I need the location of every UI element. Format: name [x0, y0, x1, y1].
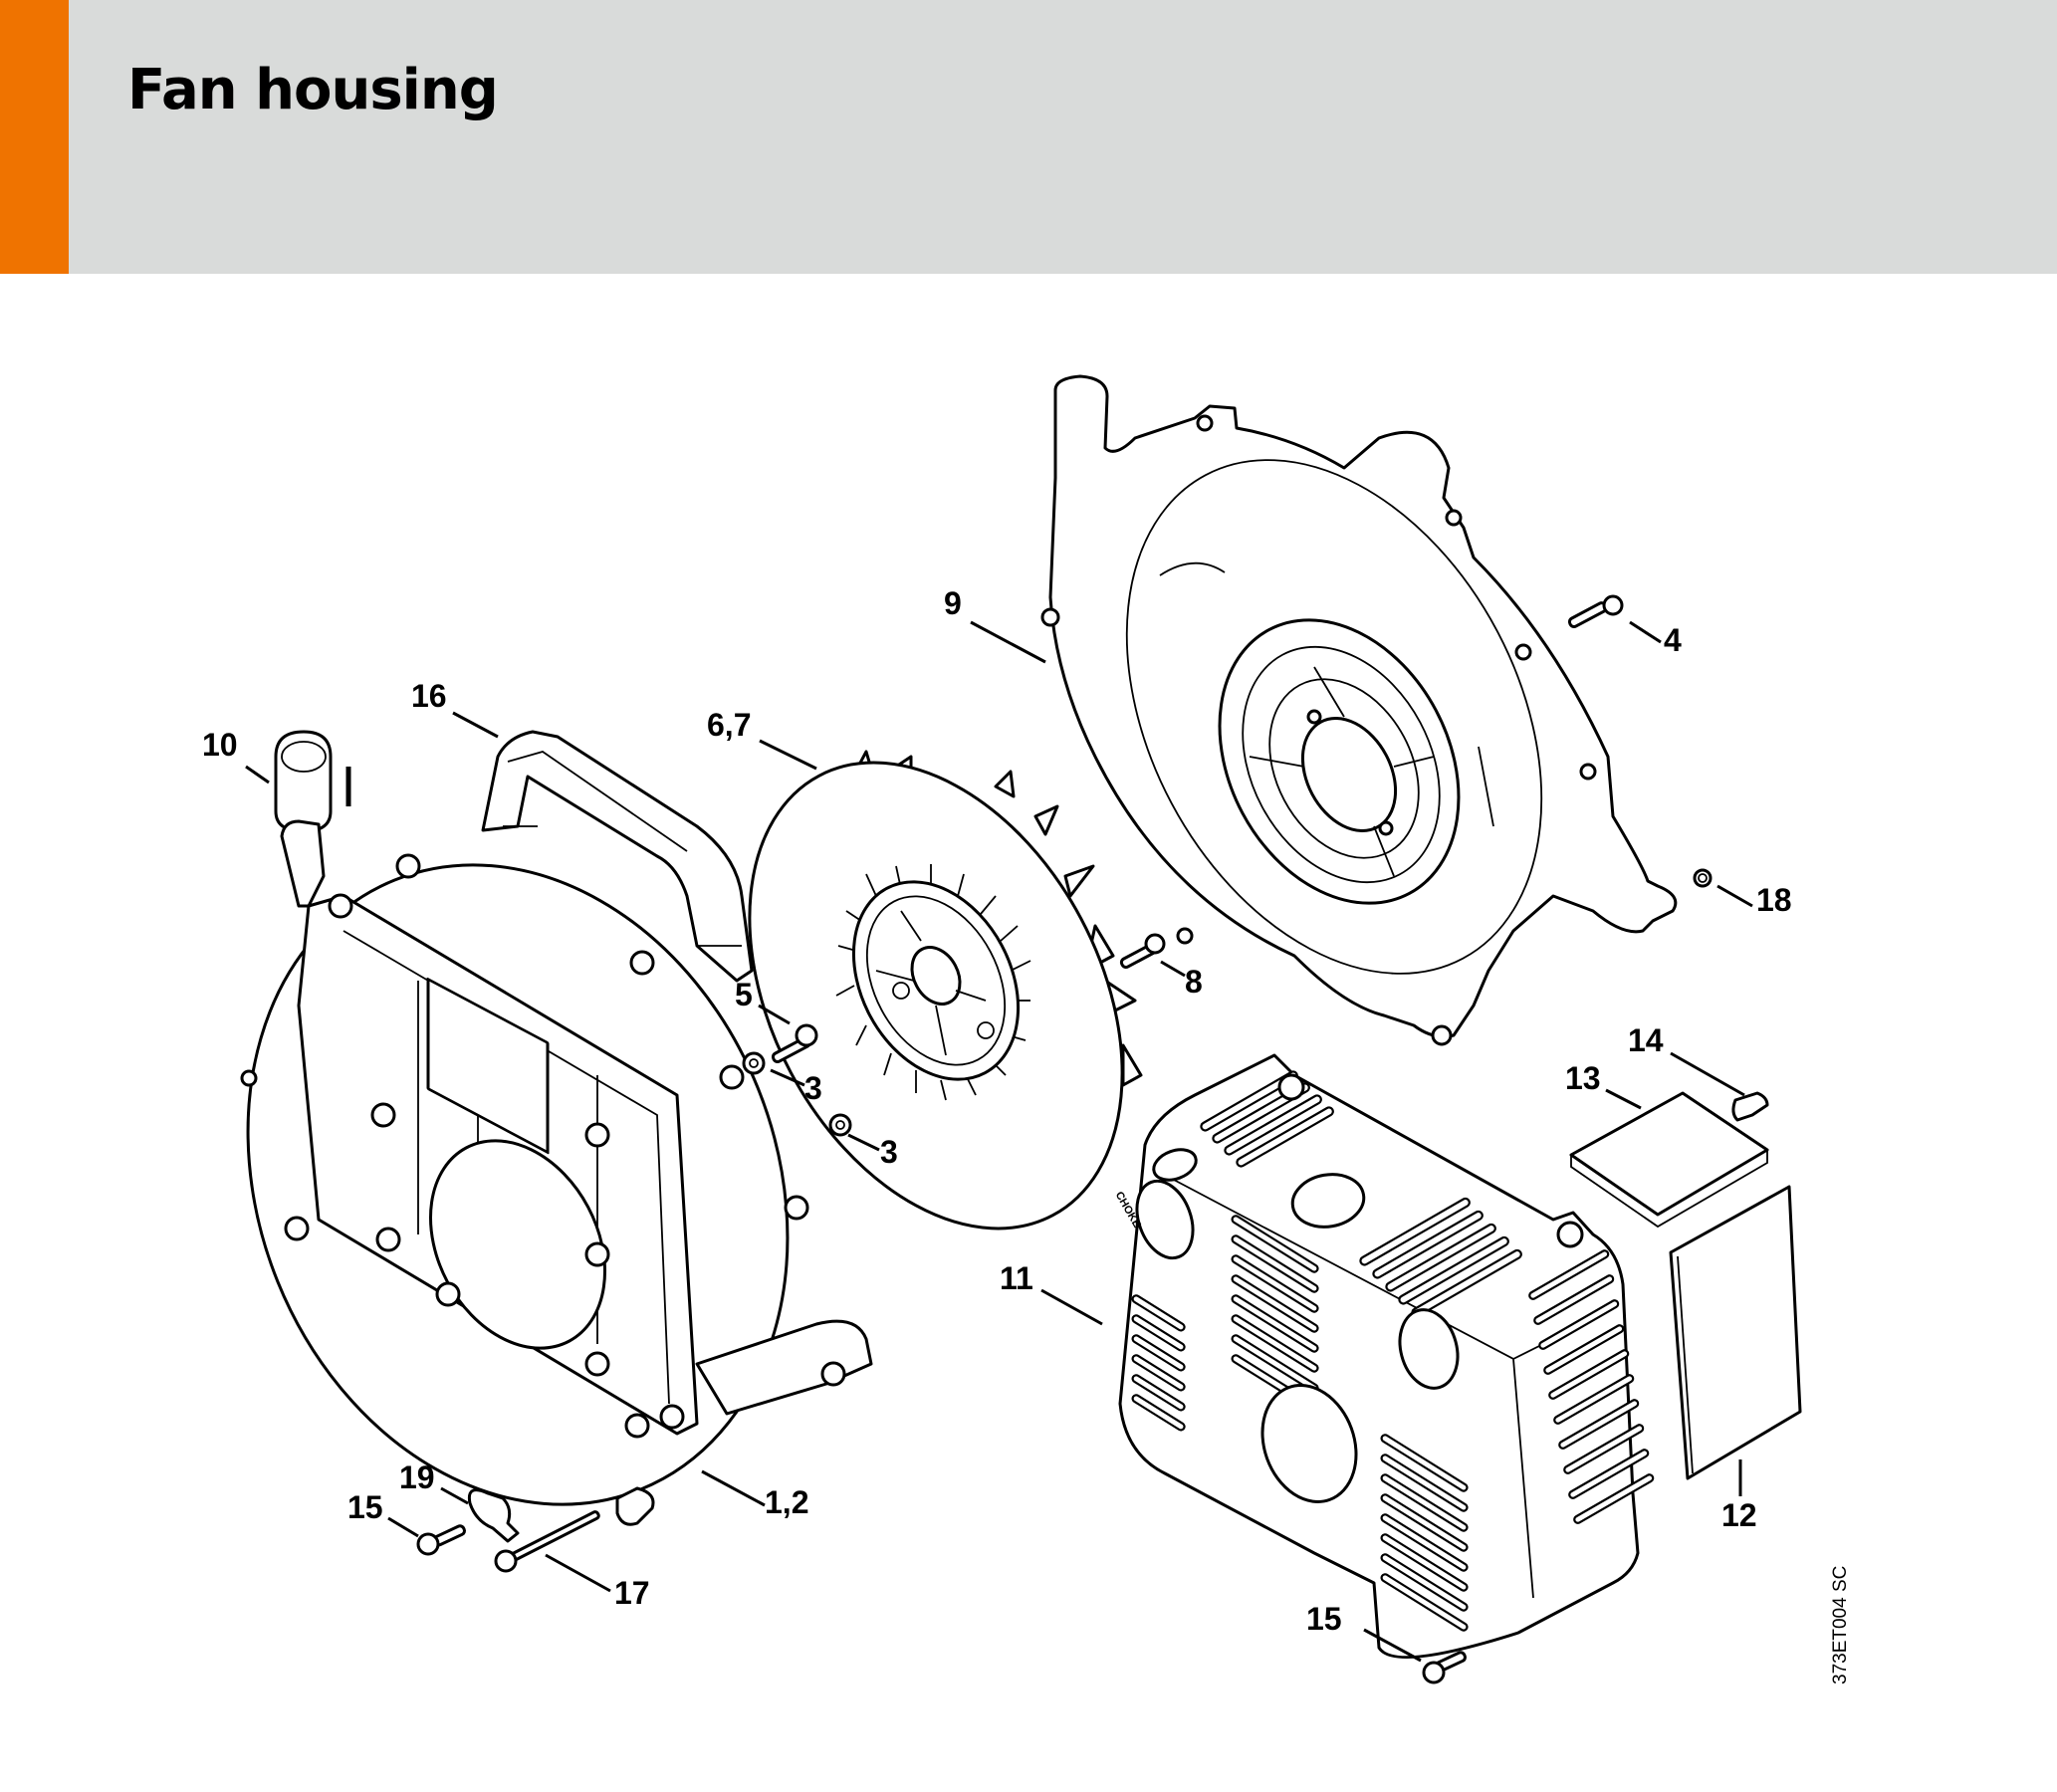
leader-11: [1040, 1288, 1103, 1326]
parts-illustration: [154, 374, 1802, 1684]
part-sleeve-3[interactable]: [742, 1051, 766, 1075]
callout-11[interactable]: 11: [1000, 1260, 1033, 1296]
callout-1-2[interactable]: 1,2: [765, 1484, 809, 1520]
leader-10: [245, 765, 270, 784]
leader-5: [758, 1004, 791, 1025]
drawing-reference-code: 373ET004 SC: [1830, 1565, 1851, 1684]
part-screw-15-right[interactable]: [1422, 1651, 1467, 1684]
part-screw-4[interactable]: [1567, 594, 1624, 629]
leader-4: [1629, 620, 1662, 644]
leader-18: [1716, 884, 1753, 908]
callout-18[interactable]: 18: [1756, 882, 1792, 918]
part-shroud[interactable]: [1118, 1053, 1655, 1660]
part-nut-18[interactable]: [1693, 868, 1713, 888]
callout-3-sleeve[interactable]: 3: [804, 1070, 822, 1106]
part-screw-5[interactable]: [771, 1023, 818, 1064]
part-cap[interactable]: [274, 730, 351, 833]
callout-8[interactable]: 8: [1185, 964, 1203, 1000]
part-screw-17[interactable]: [494, 1510, 600, 1573]
callout-15-right[interactable]: 15: [1306, 1601, 1342, 1637]
part-pad-side[interactable]: [1669, 1185, 1802, 1480]
callout-6-7[interactable]: 6,7: [707, 707, 752, 743]
callout-9[interactable]: 9: [944, 585, 962, 621]
part-screw-8[interactable]: [1119, 933, 1166, 970]
callout-19[interactable]: 19: [399, 1459, 435, 1495]
callout-13[interactable]: 13: [1565, 1060, 1601, 1096]
page-title: Fan housing: [127, 58, 499, 122]
part-nut-3[interactable]: [828, 1113, 852, 1137]
leader-16: [452, 711, 499, 739]
leader-8: [1160, 960, 1186, 978]
callout-12[interactable]: 12: [1721, 1497, 1757, 1533]
leader-15b: [1363, 1628, 1422, 1663]
leader-17: [545, 1553, 611, 1593]
accent-bar: [0, 0, 69, 274]
callout-3-nut[interactable]: 3: [880, 1134, 898, 1170]
part-clip[interactable]: [1731, 1091, 1769, 1122]
part-clamp-19[interactable]: [467, 1488, 520, 1543]
part-pad-top[interactable]: [1569, 1091, 1769, 1229]
leader-6-7: [759, 739, 817, 771]
part-handle[interactable]: [481, 730, 754, 983]
callout-5[interactable]: 5: [735, 977, 753, 1012]
part-fan-wheel[interactable]: [674, 699, 1198, 1292]
callout-14[interactable]: 14: [1628, 1022, 1664, 1058]
part-screw-15-left[interactable]: [416, 1524, 466, 1556]
page-header: Fan housing: [0, 0, 2057, 274]
leader-lines: [245, 620, 1753, 1663]
leader-9: [970, 620, 1046, 664]
callout-16[interactable]: 16: [411, 678, 447, 714]
callout-10[interactable]: 10: [202, 727, 238, 763]
callout-15-left[interactable]: 15: [347, 1489, 383, 1525]
leader-14: [1670, 1051, 1745, 1097]
leader-15a: [387, 1516, 419, 1538]
part-fan-housing-cover[interactable]: [1040, 374, 1678, 1046]
leader-13: [1605, 1088, 1642, 1110]
leader-19: [440, 1486, 469, 1505]
exploded-parts-diagram: CHOKE 10 16 6,7 9 4 18 8 5 3 3 11 12 13 …: [0, 274, 2057, 1792]
leader-3b: [847, 1133, 880, 1152]
leader-3a: [770, 1068, 805, 1087]
part-fan-housing[interactable]: [154, 784, 880, 1587]
leader-1-2: [701, 1469, 766, 1507]
callout-4[interactable]: 4: [1664, 622, 1682, 658]
callout-17[interactable]: 17: [614, 1575, 650, 1611]
